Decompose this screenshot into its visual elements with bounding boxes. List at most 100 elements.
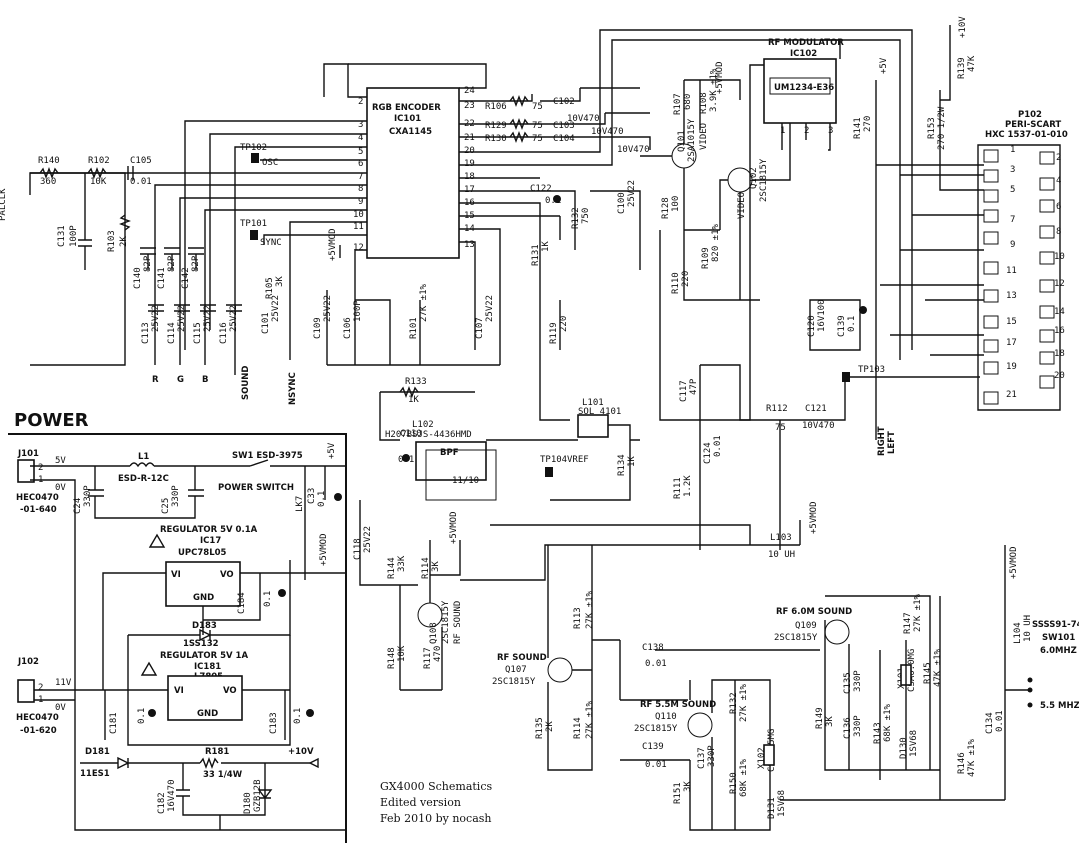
c110-ref: C110 xyxy=(400,429,422,439)
q107-part: 2SC1815Y xyxy=(492,677,536,687)
j101-pin2: 2 xyxy=(38,463,43,473)
c142-ref: C142 xyxy=(181,267,191,289)
c131-ref: C131 xyxy=(57,225,67,247)
ic102-part: UM1234-E36 xyxy=(774,83,834,93)
vref-label: VREF xyxy=(567,455,589,465)
tp102-marker xyxy=(251,153,259,163)
r131-ref: R131 xyxy=(531,244,541,266)
j101-part: HEC0470 xyxy=(16,493,59,503)
p102-pin-column-even: 2 4 6 8 10 12 14 16 18 20 xyxy=(1039,151,1065,389)
c184-value: 0.1 xyxy=(263,591,273,607)
r147-ref: R147 xyxy=(903,612,913,634)
r141-ref: R141 xyxy=(853,117,863,139)
reg2-title: REGULATOR 5V 1A xyxy=(160,651,248,661)
r146-ref: R146 xyxy=(957,752,967,774)
q107-function: RF SOUND xyxy=(497,653,547,663)
l101-sol: L101 SOL 4101 TP104 VREF R134 1K xyxy=(486,398,640,501)
p102-pin: 14 xyxy=(1054,307,1065,317)
ic102-pin: 2 xyxy=(804,126,809,136)
pin-label: 5 xyxy=(358,147,363,157)
l104-value: 10 UH xyxy=(1023,615,1033,642)
power-title: POWER xyxy=(14,410,89,431)
r129-ref: R129 xyxy=(485,121,507,131)
rgb-caps: C140 82P C141 82P C142 82P C113 25V22 C1… xyxy=(133,247,298,405)
d183-part: 1SS132 xyxy=(183,639,219,649)
r117-value: 470 xyxy=(433,646,443,662)
d130-value: 1SV68 xyxy=(909,730,919,757)
p102-pin: 2 xyxy=(1056,153,1061,163)
sw101-part: SSSS91-749 xyxy=(1032,620,1079,630)
q108-part: 2SC1815Y xyxy=(441,600,451,644)
c122-ref: C122 xyxy=(530,184,552,194)
d131-value: 1SV68 xyxy=(777,790,787,817)
sound-section: C118 25V22 R144 33K R114 3K +5VMOD Q108 … xyxy=(353,500,1079,831)
r140-ref: R140 xyxy=(38,156,60,166)
ic102-rf-modulator: RF MODULATOR IC102 UM1234-E36 1 2 3 xyxy=(659,38,844,421)
c105-value: 0.01 xyxy=(130,177,152,187)
d181-part: 11ES1 xyxy=(80,769,110,779)
r151-value: 3K xyxy=(683,781,693,792)
sync-label: SYNC xyxy=(260,238,282,248)
ic102-pin: 1 xyxy=(780,126,785,136)
p102-pin: 10 xyxy=(1054,252,1065,262)
tp101-marker xyxy=(250,230,258,240)
tp101-label: TP101 xyxy=(240,219,267,229)
p102-pin: 4 xyxy=(1056,176,1061,186)
p102-pin: 5 xyxy=(1010,185,1015,195)
reg2-ref: IC181 xyxy=(194,662,221,672)
l1-part: ESD-R-12C xyxy=(118,474,169,484)
c101-ref: C101 xyxy=(261,312,271,334)
tp104-label: TP104 xyxy=(540,455,567,465)
c131-value: 100P xyxy=(69,225,79,247)
r139-ref: R139 xyxy=(957,57,967,79)
c25-value: 330P xyxy=(171,485,181,507)
j101-ref: J101 xyxy=(17,449,39,459)
reg2-vi: VI xyxy=(174,686,184,696)
c25-ref: C25 xyxy=(161,498,171,514)
c104-ref: C104 xyxy=(553,134,575,144)
r151-ref: R151 xyxy=(673,782,683,804)
c115-value: 25V22 xyxy=(203,305,213,332)
c124-value: 0.01 xyxy=(713,435,723,457)
r119-ref: R119 xyxy=(549,322,559,344)
r103-ref: R103 xyxy=(107,230,117,252)
footer-line-3: Feb 2010 by nocash xyxy=(380,812,491,825)
r134-ref: R134 xyxy=(617,454,627,476)
r102-ref: R102 xyxy=(88,156,110,166)
c102-value: 10V470 xyxy=(567,114,600,124)
c181-value: 0.1 xyxy=(137,708,147,724)
r119-value: 220 xyxy=(559,316,569,332)
r114-value: 3K xyxy=(431,561,441,572)
r132-value: 750 xyxy=(581,208,591,224)
pin-label: 3 xyxy=(358,120,363,130)
c105-ref: C105 xyxy=(130,156,152,166)
r105-ref: R105 xyxy=(265,277,275,299)
ic101-right-pins: 24 23 22 21 20 19 18 17 16 15 14 13 xyxy=(464,86,475,250)
r149-value: 3K xyxy=(825,716,835,727)
ic102-ref: IC102 xyxy=(790,49,817,59)
sw101-5-5mhz: 5.5 MHZ xyxy=(1040,701,1079,711)
mid-components: C122 0.1 R131 1K R132 750 C100 25V22 R11… xyxy=(515,180,641,421)
c106-value: 100P xyxy=(353,300,363,322)
l104-ref: L104 xyxy=(1013,622,1023,644)
sound-output-label: SOUND xyxy=(241,366,251,400)
j101-voltage-0v: 0V xyxy=(55,483,66,493)
c138-value: 0.01 xyxy=(645,659,667,669)
r108-ref: R108 xyxy=(699,92,709,114)
ic101-ref: IC101 xyxy=(394,114,421,124)
l103-ref: L103 xyxy=(770,533,792,543)
l101-part: SOL 4101 xyxy=(578,407,621,417)
r109-value: 820 ±1% xyxy=(711,223,721,262)
plus5v-top: +5V xyxy=(879,57,889,74)
pin-label: 18 xyxy=(464,172,475,182)
c109-value: 25V22 xyxy=(323,295,333,322)
c103-value: 10V470 xyxy=(591,127,624,137)
tp102-label: TP102 xyxy=(240,143,267,153)
reg2-vo: VO xyxy=(223,686,237,696)
ic101-left-pins: 2 3 4 5 6 7 8 9 10 11 12 xyxy=(353,97,364,253)
pin-label: 4 xyxy=(358,133,363,143)
c101-value: 25V22 xyxy=(271,295,281,322)
c106-ref: C106 xyxy=(343,317,353,339)
r145-value: 47K ±1% xyxy=(933,648,943,687)
r117-ref: R117 xyxy=(423,647,433,669)
